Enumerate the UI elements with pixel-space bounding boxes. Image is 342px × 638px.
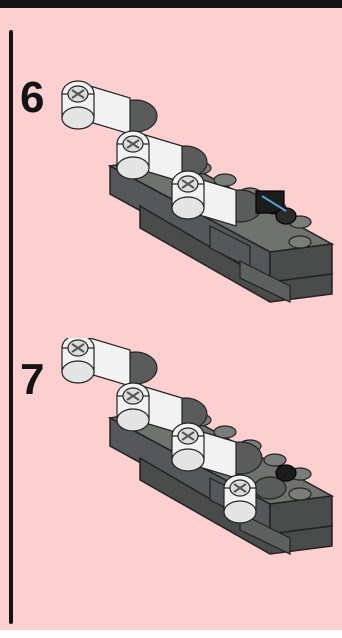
- brick-assembly-illustration: [0, 56, 342, 326]
- top-border: [0, 0, 342, 8]
- instruction-page: 6: [0, 8, 342, 630]
- brick-assembly-illustration: [0, 338, 342, 608]
- step-7: 7: [0, 338, 342, 638]
- step-6: 6: [0, 56, 342, 356]
